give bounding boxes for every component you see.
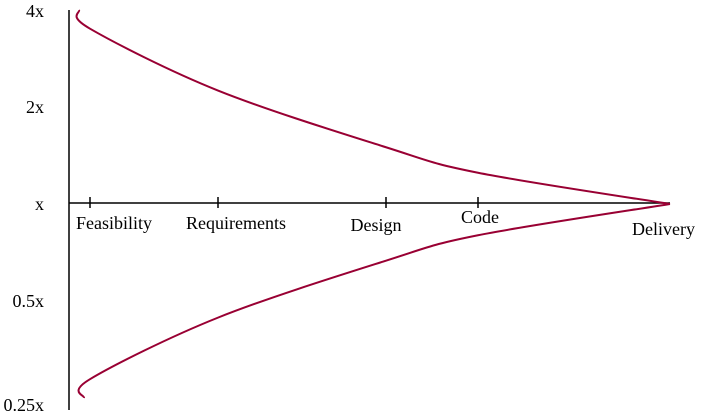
- y-tick-label: 0.5x: [13, 291, 45, 311]
- y-tick-label: 0.25x: [4, 395, 45, 415]
- y-tick-label: x: [35, 194, 44, 214]
- x-tick-label: Delivery: [632, 219, 695, 239]
- upper-bound-line: [75, 9, 671, 205]
- axes: [68, 10, 670, 410]
- y-tick-label: 2x: [26, 97, 44, 117]
- lower-bound-line: [77, 203, 671, 399]
- x-tick-label: Code: [461, 207, 499, 227]
- y-tick-labels: 4x 2x x 0.5x 0.25x: [4, 1, 45, 415]
- x-tick-label: Requirements: [186, 213, 286, 233]
- series-lines: [75, 9, 671, 399]
- x-tick-label: Feasibility: [76, 213, 152, 233]
- x-tick-label: Design: [351, 215, 402, 235]
- x-ticks: Feasibility Requirements Design CodeDeliver…: [76, 197, 695, 239]
- y-tick-label: 4x: [26, 1, 44, 21]
